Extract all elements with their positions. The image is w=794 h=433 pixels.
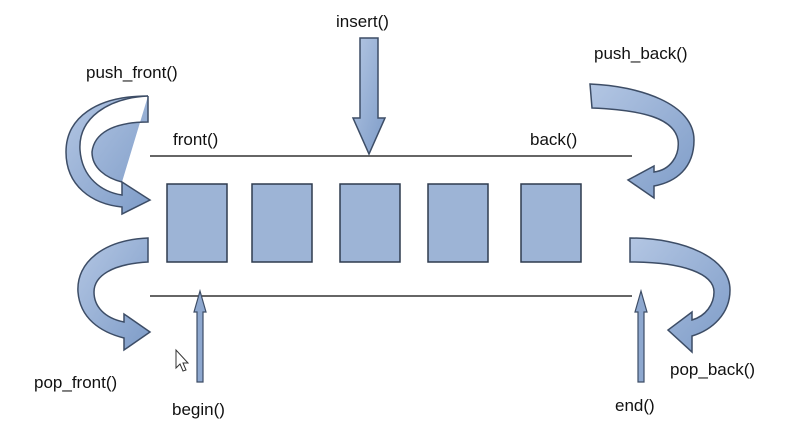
back-label: back() [530, 130, 578, 149]
insert-label: insert() [336, 12, 389, 31]
pop-front-label: pop_front() [34, 373, 118, 392]
begin-label: begin() [172, 400, 225, 419]
element-box [427, 183, 489, 263]
push-back-label: push_back() [594, 44, 688, 63]
push-front-label: push_front() [86, 63, 178, 82]
element-box [251, 183, 313, 263]
end-arrow [634, 288, 648, 383]
insert-arrow [351, 37, 387, 156]
mouse-cursor-icon [175, 348, 190, 372]
push-front-arrow [65, 95, 152, 216]
begin-arrow [193, 288, 207, 383]
element-boxes [166, 183, 582, 263]
element-box [520, 183, 582, 263]
element-box [166, 183, 228, 263]
pop-back-label: pop_back() [670, 360, 756, 379]
front-label: front() [173, 130, 219, 149]
end-label: end() [615, 396, 655, 415]
push-back-arrow [589, 83, 695, 200]
pop-back-arrow [629, 237, 731, 354]
element-box [339, 183, 401, 263]
pop-front-arrow [77, 237, 152, 352]
